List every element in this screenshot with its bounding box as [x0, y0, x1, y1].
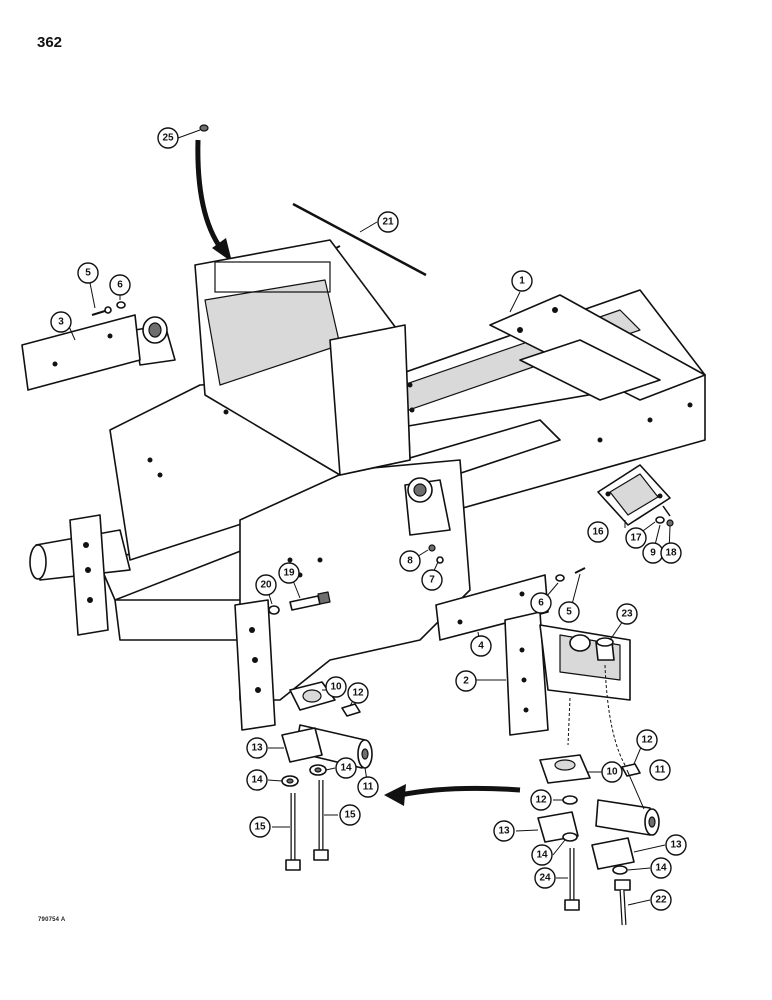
arrow-to-exploded-bearing: [384, 784, 521, 806]
svg-text:15: 15: [254, 822, 266, 833]
lower-left-bearing: [281, 681, 373, 871]
callout-15-left-a: 15: [249, 816, 271, 838]
callout-5-left: 5: [77, 262, 99, 284]
callout-7: 7: [421, 569, 443, 591]
svg-text:14: 14: [251, 775, 263, 786]
lower-right-bearing: [537, 754, 660, 926]
callout-19: 19: [278, 562, 300, 584]
callout-13-left: 13: [246, 737, 268, 759]
svg-text:5: 5: [566, 607, 572, 618]
svg-text:12: 12: [352, 688, 364, 699]
callout-12-right-b: 12: [530, 789, 552, 811]
svg-text:20: 20: [260, 580, 272, 591]
callout-24: 24: [534, 867, 556, 889]
svg-text:17: 17: [630, 533, 642, 544]
callout-10-right: 10: [601, 761, 623, 783]
callout-6-right: 6: [530, 592, 552, 614]
callout-12-right-a: 12: [636, 729, 658, 751]
rod-part-21: [292, 202, 427, 277]
svg-text:10: 10: [330, 682, 342, 693]
svg-text:13: 13: [670, 840, 682, 851]
callout-3: 3: [50, 311, 72, 333]
svg-text:10: 10: [606, 767, 618, 778]
svg-text:1: 1: [519, 276, 525, 287]
callout-14-right-b: 14: [650, 857, 672, 879]
callout-15-left-b: 15: [339, 804, 361, 826]
svg-text:6: 6: [117, 280, 123, 291]
callout-2: 2: [455, 670, 477, 692]
callout-10-left: 10: [325, 676, 347, 698]
callout-12-left: 12: [347, 682, 369, 704]
pillow-block-left: [134, 316, 176, 366]
figure-code: 790754 A: [38, 917, 66, 923]
callout-11-right: 11: [649, 759, 671, 781]
handle-part-25: [187, 57, 361, 208]
svg-text:14: 14: [655, 863, 667, 874]
svg-text:9: 9: [650, 548, 656, 559]
callout-6-left: 6: [109, 274, 131, 296]
svg-text:14: 14: [340, 763, 352, 774]
plate-part-4: [435, 567, 586, 641]
callout-13-right-a: 13: [493, 820, 515, 842]
svg-text:12: 12: [641, 735, 653, 746]
svg-text:13: 13: [251, 743, 263, 754]
callout-23: 23: [616, 603, 638, 625]
svg-text:18: 18: [665, 548, 677, 559]
pillow-block-right: [404, 477, 451, 536]
page-number: 362: [37, 34, 63, 51]
callout-14-right-a: 14: [531, 844, 553, 866]
callout-9: 9: [642, 542, 664, 564]
callout-18: 18: [660, 542, 682, 564]
svg-text:16: 16: [592, 527, 604, 538]
callout-13-right-b: 13: [665, 834, 687, 856]
svg-text:13: 13: [498, 826, 510, 837]
bracket-part-16: [597, 464, 674, 527]
plate-part-3: [21, 314, 141, 391]
arrow-handle-to-tower: [195, 139, 232, 262]
callout-17: 17: [625, 527, 647, 549]
svg-text:23: 23: [621, 609, 633, 620]
svg-text:24: 24: [539, 873, 551, 884]
callout-21: 21: [377, 211, 399, 233]
svg-text:12: 12: [535, 795, 547, 806]
callout-4: 4: [470, 635, 492, 657]
callout-8: 8: [399, 550, 421, 572]
svg-text:11: 11: [363, 782, 374, 793]
svg-text:15: 15: [344, 810, 356, 821]
bracket-part-2: [504, 611, 631, 736]
bolts-7-8: [428, 544, 444, 564]
callout-14-left-b: 14: [335, 757, 357, 779]
svg-text:6: 6: [538, 598, 544, 609]
svg-text:4: 4: [478, 641, 484, 652]
callout-11-left: 11: [357, 776, 379, 798]
svg-text:2: 2: [463, 676, 469, 687]
svg-text:22: 22: [655, 895, 667, 906]
svg-text:5: 5: [85, 268, 91, 279]
callout-14-left-a: 14: [246, 769, 268, 791]
svg-text:14: 14: [536, 850, 548, 861]
svg-text:25: 25: [162, 133, 174, 144]
svg-text:8: 8: [407, 556, 413, 567]
bolt-washer-left: [91, 301, 126, 316]
bolt-washer-19-20: [268, 591, 331, 615]
callout-20: 20: [255, 574, 277, 596]
svg-text:21: 21: [382, 217, 394, 228]
callout-25: 25: [157, 127, 179, 149]
svg-text:7: 7: [429, 575, 435, 586]
callout-1: 1: [511, 270, 533, 292]
callout-16: 16: [587, 521, 609, 543]
tower-assembly: [194, 239, 415, 476]
svg-text:11: 11: [655, 765, 666, 776]
callout-22: 22: [650, 889, 672, 911]
callout-5-right: 5: [558, 601, 580, 623]
svg-text:19: 19: [283, 568, 295, 579]
svg-text:3: 3: [58, 317, 64, 328]
